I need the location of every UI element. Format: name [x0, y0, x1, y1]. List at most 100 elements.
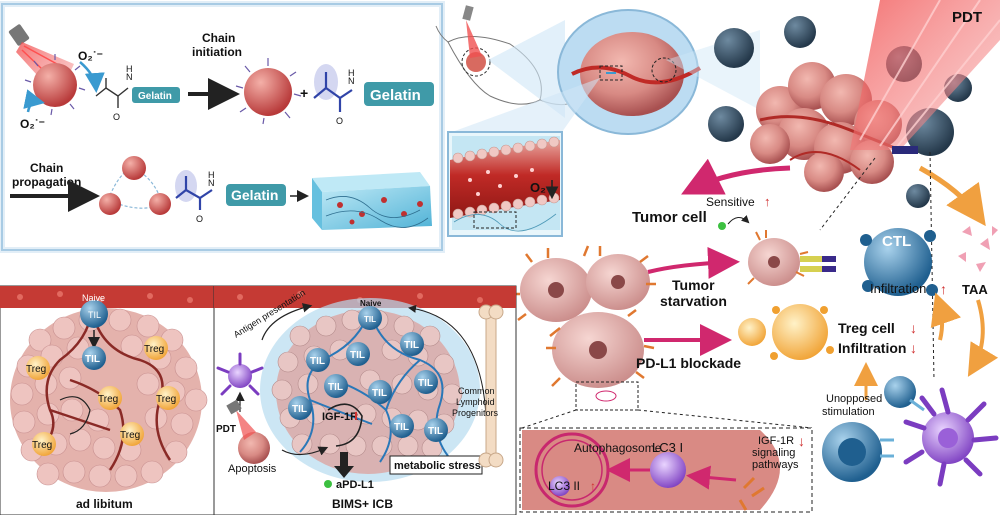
n-label: N — [126, 72, 133, 82]
til-cell-icon — [288, 306, 448, 442]
metabolic-stress-label: metabolic stress — [394, 460, 481, 472]
receptor-icon — [892, 146, 918, 154]
apdl1-dot — [324, 480, 332, 488]
til-label: TIL — [292, 404, 307, 415]
taa-fragments-icon — [958, 226, 998, 272]
zoom-cone — [452, 78, 600, 132]
lc3-i-label: LC3 I — [652, 440, 683, 455]
gelatin-block — [226, 184, 286, 206]
gelatin-label: Gelatin — [138, 91, 172, 102]
down-arrow-infiltration: ↓ — [910, 340, 917, 356]
h-label: H — [208, 170, 215, 180]
down-arrow-treg: ↓ — [910, 320, 917, 336]
ctl-cell: CTL — [800, 228, 938, 296]
bims-icb-caption: BIMS+ ICB — [332, 497, 393, 511]
laser-beam-icon — [850, 0, 1000, 150]
n-label: N — [348, 76, 355, 86]
sensitive-tumor-cell-icon — [747, 230, 809, 286]
o2-radical-top: O₂˙⁻ — [78, 49, 103, 63]
nanoparticle-cluster-icon — [99, 156, 171, 215]
ad-libitum-caption: ad libitum — [76, 497, 133, 511]
treg-label: Treg — [98, 394, 118, 405]
til-label: TIL — [428, 426, 443, 437]
pd-l1-blockade-label: PD-L1 blockade — [636, 355, 741, 371]
blood-vessel-inset: O₂ — [447, 131, 563, 237]
til-label: TIL — [372, 388, 387, 399]
treg-label: Treg — [26, 364, 46, 375]
pdt-small-label: PDT — [216, 424, 236, 435]
hydrogel-block-icon — [312, 172, 432, 230]
treg-cell-icon — [26, 336, 180, 456]
o-label: O — [113, 112, 120, 122]
til-label: TIL — [85, 354, 100, 365]
lc3-ii-label: LC3 II — [548, 479, 580, 493]
dashed-link — [929, 151, 935, 381]
til-label: TIL — [394, 422, 409, 433]
pdt-label: PDT — [952, 9, 982, 26]
treg-label: Treg — [144, 344, 164, 355]
autophagy-inset — [519, 427, 813, 513]
o-label: O — [196, 214, 203, 224]
gelatin-label: Gelatin — [370, 87, 421, 104]
treg-label: Treg — [156, 394, 176, 405]
treg-label: Treg — [32, 440, 52, 451]
methacrylamide-structure — [95, 78, 129, 108]
treg-label: Treg — [120, 430, 140, 441]
up-arrow-sensitive: ↑ — [764, 194, 771, 209]
arrow-down-orange — [967, 299, 999, 377]
antibody-arrow — [340, 452, 348, 466]
sensitive-label: Sensitive — [706, 195, 755, 209]
apoptotic-cell-icon — [226, 399, 270, 464]
treg-cell-icon — [738, 304, 834, 360]
arrow-up-orange — [930, 292, 962, 341]
up-arrow-lc3: ↑ — [590, 479, 596, 493]
infiltration-up-label: Infiltration — [870, 281, 926, 296]
dendritic-cell-icon — [903, 387, 999, 487]
ctl-label: CTL — [882, 233, 911, 250]
down-arrow-igf: ↓ — [798, 433, 805, 449]
tumor-cell-group-icon — [510, 245, 656, 411]
molecule-icon — [718, 222, 726, 230]
til-label: TIL — [404, 340, 419, 351]
til-label: TIL — [350, 350, 365, 361]
radical-monomer-structure — [175, 170, 213, 210]
pdt-tumor-cluster: PDT — [708, 0, 1000, 208]
n-label: N — [208, 178, 215, 188]
h-label: H — [348, 68, 355, 78]
t-cell-icon — [822, 376, 925, 482]
gelatin-block — [364, 82, 434, 106]
tumor-cell-label: Tumor cell — [632, 209, 707, 226]
dashed-link — [637, 409, 813, 429]
arrow-starvation — [647, 246, 740, 279]
til-label: TIL — [328, 382, 343, 393]
gelatin-block — [132, 87, 180, 103]
autophagosome-label: Autophagosome — [574, 441, 662, 455]
o2-label: O₂ — [530, 180, 546, 195]
radical-monomer-structure — [313, 64, 353, 112]
zoom-cone — [488, 20, 565, 118]
apdl1-label: aPD-L1 — [336, 479, 374, 491]
nanoparticle-icon — [235, 58, 302, 125]
tumor-zoom-circle — [557, 9, 702, 135]
infiltration-down-label: Infiltration — [838, 340, 906, 356]
til-label: TIL — [310, 356, 325, 367]
antigen-arrow — [261, 303, 313, 341]
dendritic-cell-icon — [216, 352, 264, 396]
up-arrow-infiltration: ↑ — [940, 281, 947, 297]
taa-label: TAA — [962, 282, 988, 297]
h-label: H — [126, 64, 133, 74]
treg-cell-label: Treg cell — [838, 320, 895, 336]
plus-sign: + — [300, 85, 308, 101]
til-label: TIL — [418, 378, 433, 389]
